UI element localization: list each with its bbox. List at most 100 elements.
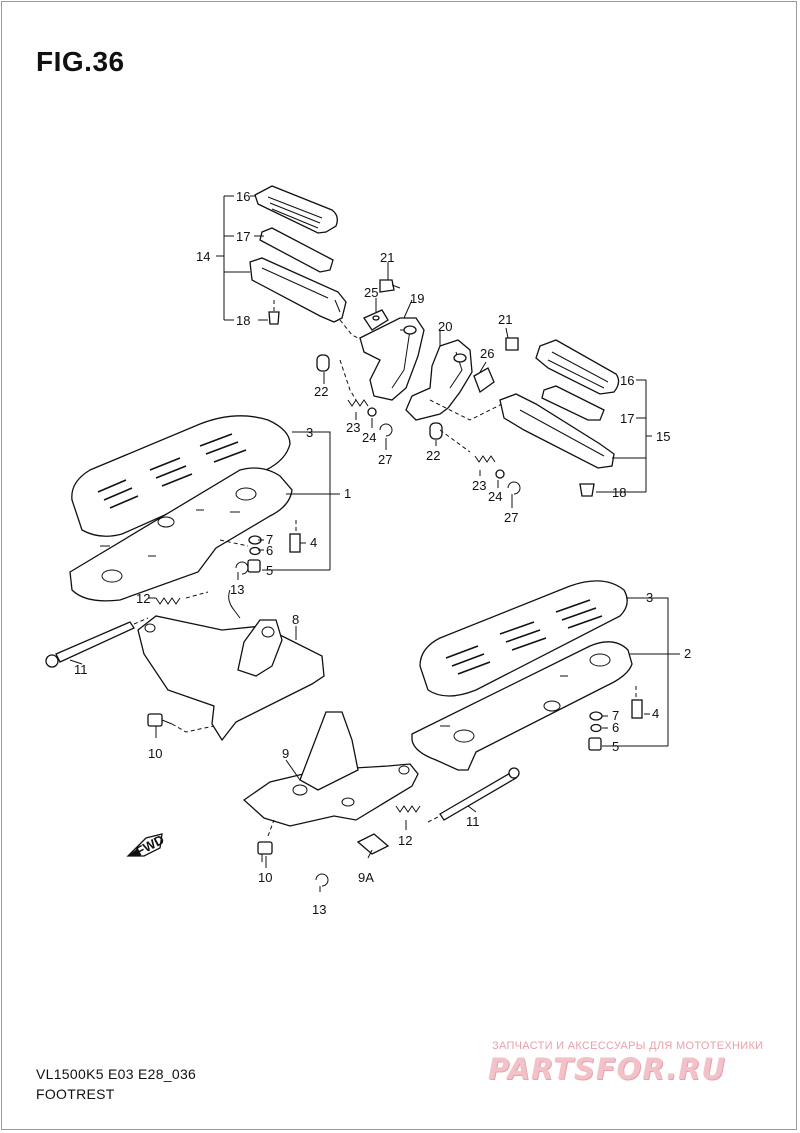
callout-20: 20: [438, 319, 452, 334]
pivot-pins-and-clips: [316, 354, 521, 495]
callout-11-right: 11: [466, 814, 480, 829]
callout-16-right: 16: [620, 373, 634, 388]
footrest-arm-left: [249, 257, 347, 323]
bolt-4-left: [289, 533, 301, 553]
callout-21-right: 21: [498, 312, 512, 327]
callout-10-left: 10: [148, 746, 162, 761]
callout-9A: 9A: [358, 870, 374, 885]
floorboard-rubber-3-left: [71, 415, 291, 537]
bolt-21-right: [505, 337, 519, 351]
clip-13-left: [235, 561, 249, 575]
bolt-10-left: [147, 713, 215, 733]
washer-6-left: [249, 546, 261, 556]
callout-22-left: 22: [314, 384, 328, 399]
callout-3-right: 3: [646, 590, 653, 605]
footrest-rubber-16-right: [535, 339, 620, 395]
callout-13-left: 13: [230, 582, 244, 597]
rod-11-right: [427, 767, 520, 823]
callout-27-left: 27: [378, 452, 392, 467]
callout-18-left: 18: [236, 313, 250, 328]
footrest-pin-18-right: [579, 483, 595, 497]
footrest-bracket-20: [405, 337, 519, 421]
callout-9: 9: [282, 746, 289, 761]
bolt-5-right: [588, 737, 602, 751]
callout-23-left: 23: [346, 420, 360, 435]
figure-name: FOOTREST: [36, 1086, 115, 1102]
spring-23-left: [347, 399, 369, 407]
pivot-pin-22-left: [316, 354, 330, 372]
washer-6-right: [590, 723, 602, 733]
washer-7-right: [589, 711, 603, 721]
ball-24-left: [367, 407, 377, 417]
watermark-logo: PARTSFOR.RU: [488, 1052, 726, 1086]
callout-22-right: 22: [426, 448, 440, 463]
model-code: VL1500K5 E03 E28_036: [36, 1066, 197, 1082]
rider-floorboard-left: [69, 415, 293, 602]
floorboard-plate-2: [411, 641, 633, 771]
footrest-rubber-16-left: [254, 185, 338, 234]
figure-title: FIG.36: [36, 46, 125, 77]
callout-leader-lines: [69, 195, 680, 892]
callout-24-right: 24: [488, 489, 502, 504]
callout-11-left: 11: [74, 662, 88, 677]
callout-14: 14: [196, 249, 210, 264]
clip-27-right: [507, 481, 521, 495]
callout-10-right: 10: [258, 870, 272, 885]
callout-5-left: 5: [266, 563, 273, 578]
clip-27-left: [379, 423, 393, 437]
callout-12-right: 12: [398, 833, 412, 848]
footrest-arm-right: [499, 393, 615, 469]
ball-24-right: [495, 469, 505, 479]
callout-12-left: 12: [136, 591, 150, 606]
spring-12-left: [155, 591, 209, 605]
callout-2: 2: [684, 646, 691, 661]
callout-21-left: 21: [380, 250, 394, 265]
passenger-footrest-left-assembly: [249, 185, 363, 341]
fwd-direction-arrow: FWD: [126, 832, 167, 859]
floorboard-bracket-8: [137, 589, 325, 742]
footrest-plate-17-right: [541, 385, 605, 421]
footrest-pin-18-left: [268, 311, 280, 325]
callout-19: 19: [410, 291, 424, 306]
floorboard-bracket-9: [242, 711, 419, 827]
callout-16-left: 16: [236, 189, 250, 204]
callout-17-right: 17: [620, 411, 634, 426]
bolt-5-left: [247, 559, 261, 573]
callout-numbers: 16 17 14 18 21 25 19 20 21 26 22 23 24 2…: [74, 189, 691, 917]
fwd-label: FWD: [133, 832, 166, 859]
callout-23-right: 23: [472, 478, 486, 493]
callout-26: 26: [480, 346, 494, 361]
callout-24-left: 24: [362, 430, 376, 445]
bolt-10-right: [257, 819, 275, 862]
passenger-footrest-right-assembly: [499, 339, 620, 497]
bolt-4-right: [631, 699, 643, 719]
callout-4-left: 4: [310, 535, 317, 550]
callout-3-left: 3: [306, 425, 313, 440]
callout-13-right: 13: [312, 902, 326, 917]
bolt-set-4-5-6-7-left: [219, 520, 301, 573]
clip-13-right: [315, 873, 329, 887]
floorboard-plate-1: [69, 467, 293, 602]
footrest-plate-17-left: [259, 227, 334, 273]
callout-18-right: 18: [612, 485, 626, 500]
callout-1: 1: [344, 486, 351, 501]
callout-7-left: 7: [266, 532, 273, 547]
footrest-bracket-19: [359, 279, 425, 401]
rod-11-left: [45, 617, 149, 668]
floorboard-rubber-3-right: [419, 580, 628, 697]
callout-27-right: 27: [504, 510, 518, 525]
callout-4-right: 4: [652, 706, 659, 721]
callout-15: 15: [656, 429, 670, 444]
pivot-pin-22-right: [429, 422, 443, 440]
spring-23-right: [474, 455, 496, 463]
rider-floorboard-right: [411, 580, 633, 771]
watermark-tagline: ЗАПЧАСТИ И АКСЕССУАРЫ ДЛЯ МОТОТЕХНИКИ: [492, 1040, 764, 1052]
callout-17-left: 17: [236, 229, 250, 244]
bolt-21-left: [379, 279, 395, 293]
callout-5-right: 5: [612, 739, 619, 754]
block-26: [473, 367, 495, 394]
callout-6-left: 6: [266, 543, 273, 558]
callout-7-right: 7: [612, 708, 619, 723]
